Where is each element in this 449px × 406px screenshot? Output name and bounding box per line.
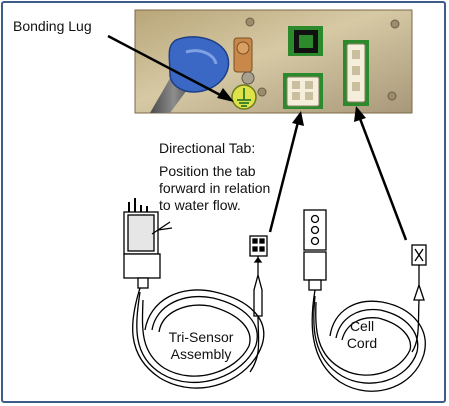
tri-sensor-label-line2: Assembly <box>163 346 239 363</box>
directional-tab-title: Directional Tab: <box>159 140 255 157</box>
directional-tab-line2: forward in relation <box>159 180 270 197</box>
plug-icon <box>414 265 424 300</box>
cell-cord-label-line2: Cord <box>340 335 384 352</box>
six-pin-connector-icon <box>287 77 319 106</box>
screw-icon <box>391 20 399 28</box>
screw-icon <box>242 72 254 84</box>
tri-sensor-label-line1: Tri-Sensor <box>163 329 239 346</box>
directional-tab-line3: to water flow. <box>159 197 241 214</box>
control-panel-photo <box>135 10 412 113</box>
screw-icon <box>246 18 254 26</box>
cell-cord-drawing <box>304 210 426 391</box>
directional-tab-line1: Position the tab <box>159 163 256 180</box>
cell-cord-label-line1: Cell <box>340 318 384 335</box>
screw-icon <box>388 92 396 100</box>
arrow-icon <box>359 116 406 240</box>
screw-icon <box>258 88 266 96</box>
plug-icon <box>254 262 262 316</box>
arrow-icon <box>270 122 298 232</box>
bonding-lug-label: Bonding Lug <box>13 18 92 35</box>
